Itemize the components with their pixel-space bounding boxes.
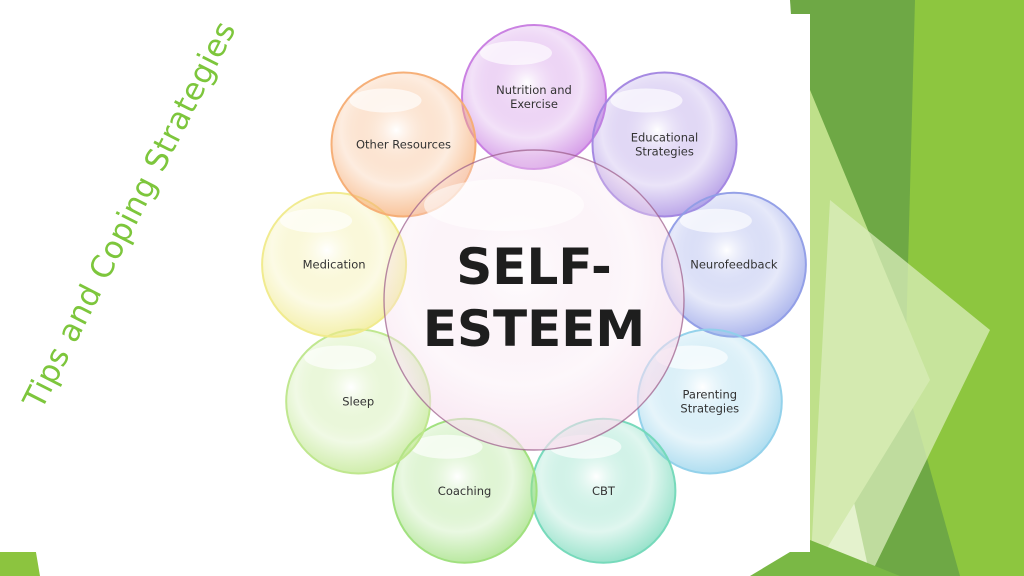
- center-label: ESTEEM: [423, 300, 645, 358]
- node-label-nutrition: Nutrition and: [496, 83, 572, 97]
- node-label-parenting: Strategies: [680, 402, 739, 416]
- bottom-green-shape: [750, 540, 900, 576]
- center-label: SELF-: [456, 238, 611, 296]
- node-label-educational: Educational: [631, 130, 699, 144]
- node-sleep-highlight: [304, 345, 377, 370]
- node-coaching-highlight: [410, 434, 483, 459]
- center-highlight: [424, 179, 584, 231]
- node-label-educational: Strategies: [635, 144, 694, 158]
- node-neurofeedback-highlight: [679, 208, 752, 233]
- node-medication-highlight: [280, 208, 353, 233]
- node-nutrition-highlight: [480, 41, 552, 65]
- node-other-resources-highlight: [349, 88, 422, 113]
- right-pale-facet: [810, 200, 990, 576]
- node-label-medication: Medication: [303, 258, 366, 272]
- node-label-neurofeedback: Neurofeedback: [690, 258, 778, 272]
- node-label-parenting: Parenting: [682, 388, 737, 402]
- node-label-nutrition: Exercise: [510, 97, 558, 111]
- node-label-cbt: CBT: [592, 484, 616, 498]
- node-label-other-resources: Other Resources: [356, 137, 451, 151]
- node-label-sleep: Sleep: [342, 395, 374, 409]
- node-label-coaching: Coaching: [438, 484, 492, 498]
- node-educational-highlight: [610, 88, 683, 113]
